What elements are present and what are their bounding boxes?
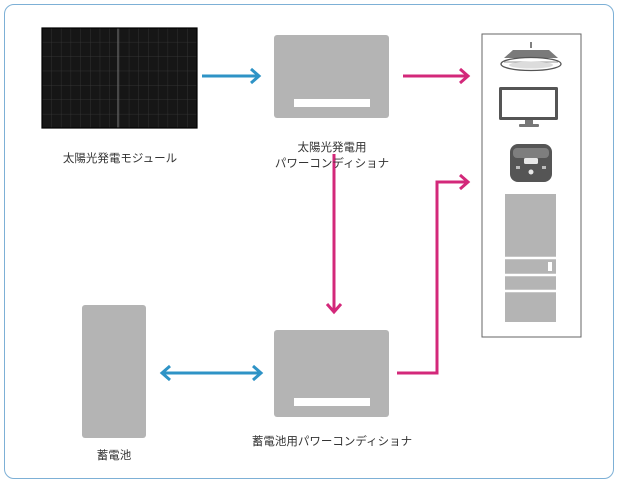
arrow-conditioner-to-appliances: [403, 67, 471, 85]
solar-conditioner-label-line1: 太陽光発電用: [297, 140, 367, 154]
battery-label: 蓄電池: [96, 448, 132, 462]
arrow-battery-conditioner-to-appliances: [397, 173, 471, 375]
arrow-module-to-conditioner: [202, 67, 262, 85]
solar-module-label: 太陽光発電モジュール: [62, 151, 178, 165]
solar-conditioner-label: 太陽光発電用 パワーコンディショナ: [262, 139, 402, 171]
storage-battery: [82, 305, 146, 438]
battery-conditioner-label: 蓄電池用パワーコンディショナ: [251, 434, 413, 448]
rice-cooker-icon: [510, 144, 552, 182]
arrow-solar-to-battery-conditioner: [325, 154, 343, 315]
television-icon: [499, 87, 558, 127]
refrigerator-icon: [505, 194, 556, 322]
diagram-frame: [4, 4, 614, 479]
battery-power-conditioner: [274, 330, 389, 417]
solar-power-conditioner: [274, 35, 389, 118]
arrow-battery-bidirectional: [159, 364, 264, 382]
solar-panel-icon: [41, 27, 198, 129]
solar-conditioner-label-line2: パワーコンディショナ: [274, 156, 390, 170]
ceiling-light-icon: [500, 42, 562, 72]
